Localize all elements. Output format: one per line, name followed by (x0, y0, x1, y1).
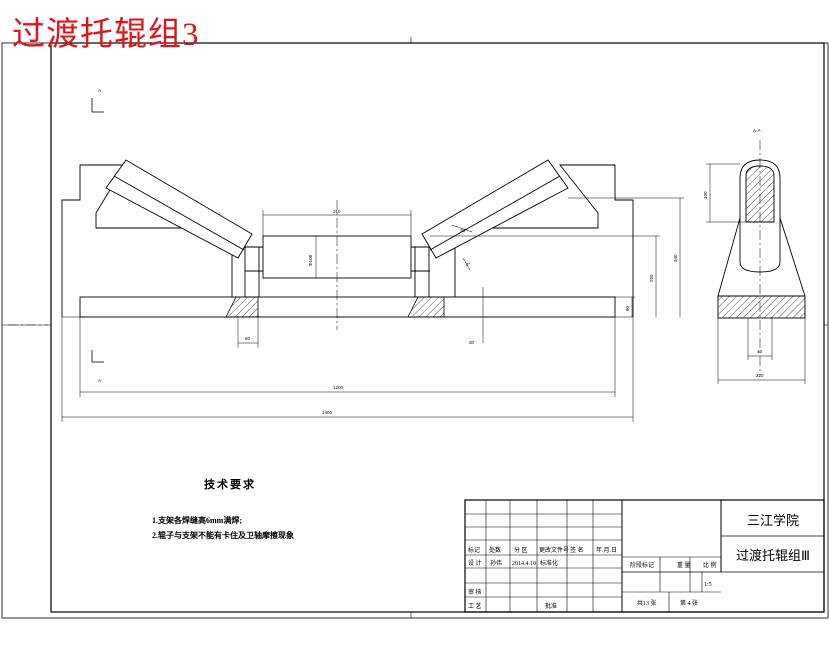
side-bracket-outline (717, 159, 806, 297)
tech-requirement-item-2: 2.辊子与支架不能有卡住及卫轴摩擦现象 (152, 531, 294, 540)
dim-height-low: 80 (625, 305, 630, 311)
outer-border (1, 42, 829, 619)
left-wing-roller (105, 159, 253, 259)
section-label: A-A (753, 128, 761, 133)
dim-height-total: 340 (673, 254, 678, 262)
title-block-texts: 标记 处数 分 区 更改文件号 签 名 年.月.日 设 计 孙伟 2014.4.… (468, 546, 717, 610)
base-frame (79, 296, 616, 318)
check-label: 审 核 (468, 588, 482, 596)
left-support-post (244, 246, 260, 298)
stage-header-2: 比 例 (703, 561, 717, 569)
side-view (717, 159, 806, 319)
designer-name: 孙伟 (490, 559, 502, 567)
right-support-post (414, 246, 430, 298)
title-block-grid (464, 499, 825, 613)
stage-header-1: 重 量 (677, 561, 691, 569)
rev-header-1: 处数 (489, 546, 501, 554)
dim-height-mid: 250 (649, 274, 654, 282)
dim-side-width: 220 (756, 373, 764, 378)
left-foot-hatch (225, 296, 259, 318)
side-dimensions (706, 163, 806, 384)
right-foot-hatch (407, 296, 445, 318)
rev-header-3: 更改文件号 (539, 546, 569, 554)
view-arrow-label-top: A (98, 88, 101, 93)
sheet-total: 共13 张 (637, 599, 657, 607)
dim-inner-length: 1200 (333, 385, 344, 390)
front-view (61, 159, 634, 318)
approve-label: 批准 (545, 602, 557, 610)
sheet-number: 第 4 张 (680, 599, 698, 607)
tech-requirement-item-1: 1.支架各焊缝高6mm满焊; (152, 516, 242, 525)
side-dimension-texts: 100 220 40 (703, 191, 764, 378)
side-shaft-slot (745, 165, 775, 223)
view-arrow-top (91, 98, 104, 113)
right-wing-roller (421, 159, 569, 259)
rev-header-2: 分 区 (514, 546, 528, 554)
dim-tilt-angle: 2° (466, 262, 471, 267)
design-label: 设 计 (468, 559, 482, 567)
page-title: 过渡托辊组3 (12, 17, 200, 53)
drawing-name: 过渡托辊组Ⅲ (736, 547, 810, 563)
school-name: 三江学院 (746, 512, 799, 528)
dim-side-top: 100 (703, 191, 708, 199)
side-lower-body (739, 218, 781, 273)
rev-header-0: 标记 (468, 546, 480, 554)
right-end-bracket (454, 164, 634, 317)
dim-center-roller-length: 310 (333, 209, 341, 214)
front-dimension-texts: 310 Φ108 1200 1400 60 340 250 80 30 30° … (245, 209, 678, 415)
view-arrow-bottom (91, 350, 104, 363)
view-arrow-label-bottom: A (98, 378, 101, 383)
dim-bracket-width: 60 (245, 336, 251, 341)
design-date: 2014.4.10 (512, 561, 536, 567)
side-base-plate (717, 295, 806, 319)
process-label: 工 艺 (468, 602, 482, 610)
dim-center-roller-dia: Φ108 (308, 254, 313, 266)
tech-requirements-title: 技术要求 (204, 479, 256, 491)
dim-height-base: 30 (469, 340, 475, 345)
dim-overall-length: 1400 (322, 410, 333, 415)
dim-side-slot: 40 (757, 349, 763, 354)
stage-header-0: 阶段标记 (630, 561, 654, 569)
dim-trough-angle: 30° (460, 228, 467, 233)
inner-frame (50, 42, 825, 613)
scale-value: 1:5 (704, 582, 712, 588)
rev-header-5: 年.月.日 (596, 546, 617, 554)
zone-ticks (2, 37, 828, 618)
rev-header-4: 签 名 (570, 546, 584, 554)
front-dimensions (61, 197, 684, 422)
standardization-label: 标准化 (540, 559, 558, 567)
